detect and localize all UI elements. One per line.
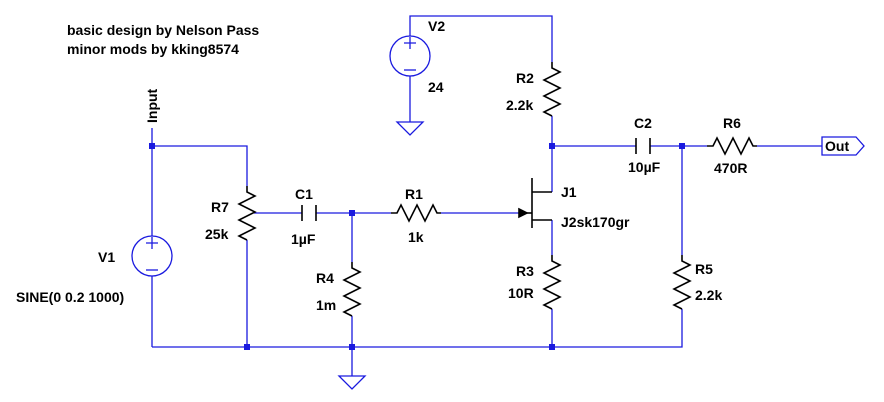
v1-name: V1 xyxy=(98,249,115,265)
junction-gnd-main xyxy=(349,344,355,350)
v1-value: SINE(0 0.2 1000) xyxy=(16,289,124,305)
note-line-1: basic design by Nelson Pass xyxy=(67,22,259,38)
net-label-input: Input xyxy=(144,88,160,123)
note-line-2: minor mods by kking8574 xyxy=(67,41,239,57)
wires xyxy=(151,15,822,376)
r3-resistor-symbol xyxy=(542,255,562,310)
c2-capacitor-symbol xyxy=(635,138,651,154)
junction-gnd-r3 xyxy=(549,344,555,350)
net-label-out: Out xyxy=(825,138,849,154)
junction-input xyxy=(149,143,155,149)
v2-name: V2 xyxy=(428,18,445,34)
v2-value: 24 xyxy=(428,79,444,95)
output-port-flag xyxy=(821,136,865,156)
v1-source-symbol xyxy=(131,232,173,281)
j1-name: J1 xyxy=(561,184,577,200)
r7-resistor-symbol xyxy=(237,186,257,241)
r1-name: R1 xyxy=(405,186,423,202)
junction-drain xyxy=(549,143,555,149)
c1-name: C1 xyxy=(295,186,313,202)
r4-value: 1m xyxy=(316,297,336,313)
r6-name: R6 xyxy=(723,115,741,131)
r2-value: 2.2k xyxy=(506,97,533,113)
c1-value: 1µF xyxy=(291,231,316,247)
r5-resistor-symbol xyxy=(672,255,692,310)
wire-input-top xyxy=(151,128,248,186)
wire-ground-rail xyxy=(152,309,683,348)
r6-resistor-symbol xyxy=(707,136,757,156)
r6-value: 470R xyxy=(714,160,747,176)
r5-name: R5 xyxy=(695,261,713,277)
r1-resistor-symbol xyxy=(391,203,441,223)
c2-value: 10µF xyxy=(628,159,661,175)
junction-gnd-r7 xyxy=(244,344,250,350)
r4-resistor-symbol xyxy=(342,262,362,317)
r5-value: 2.2k xyxy=(695,287,722,303)
r7-value: 25k xyxy=(205,226,229,242)
v2-source-symbol xyxy=(389,32,431,81)
wire-v2-top xyxy=(409,15,553,62)
c1-capacitor-symbol xyxy=(301,205,317,221)
r3-name: R3 xyxy=(516,263,534,279)
r3-value: 10R xyxy=(508,285,534,301)
r2-resistor-symbol xyxy=(542,62,562,117)
labels: basic design by Nelson Pass minor mods b… xyxy=(16,18,849,313)
ground-symbol-v2 xyxy=(395,121,425,136)
j1-value: J2sk170gr xyxy=(561,214,630,230)
junction-output xyxy=(679,143,685,149)
r2-name: R2 xyxy=(516,70,534,86)
r7-name: R7 xyxy=(211,199,229,215)
ground-symbol-main xyxy=(337,375,367,390)
junctions xyxy=(149,143,685,350)
c2-name: C2 xyxy=(634,115,652,131)
r1-value: 1k xyxy=(408,229,424,245)
r4-name: R4 xyxy=(316,270,334,286)
j1-jfet-symbol xyxy=(518,178,552,228)
junction-c1-r4 xyxy=(349,210,355,216)
